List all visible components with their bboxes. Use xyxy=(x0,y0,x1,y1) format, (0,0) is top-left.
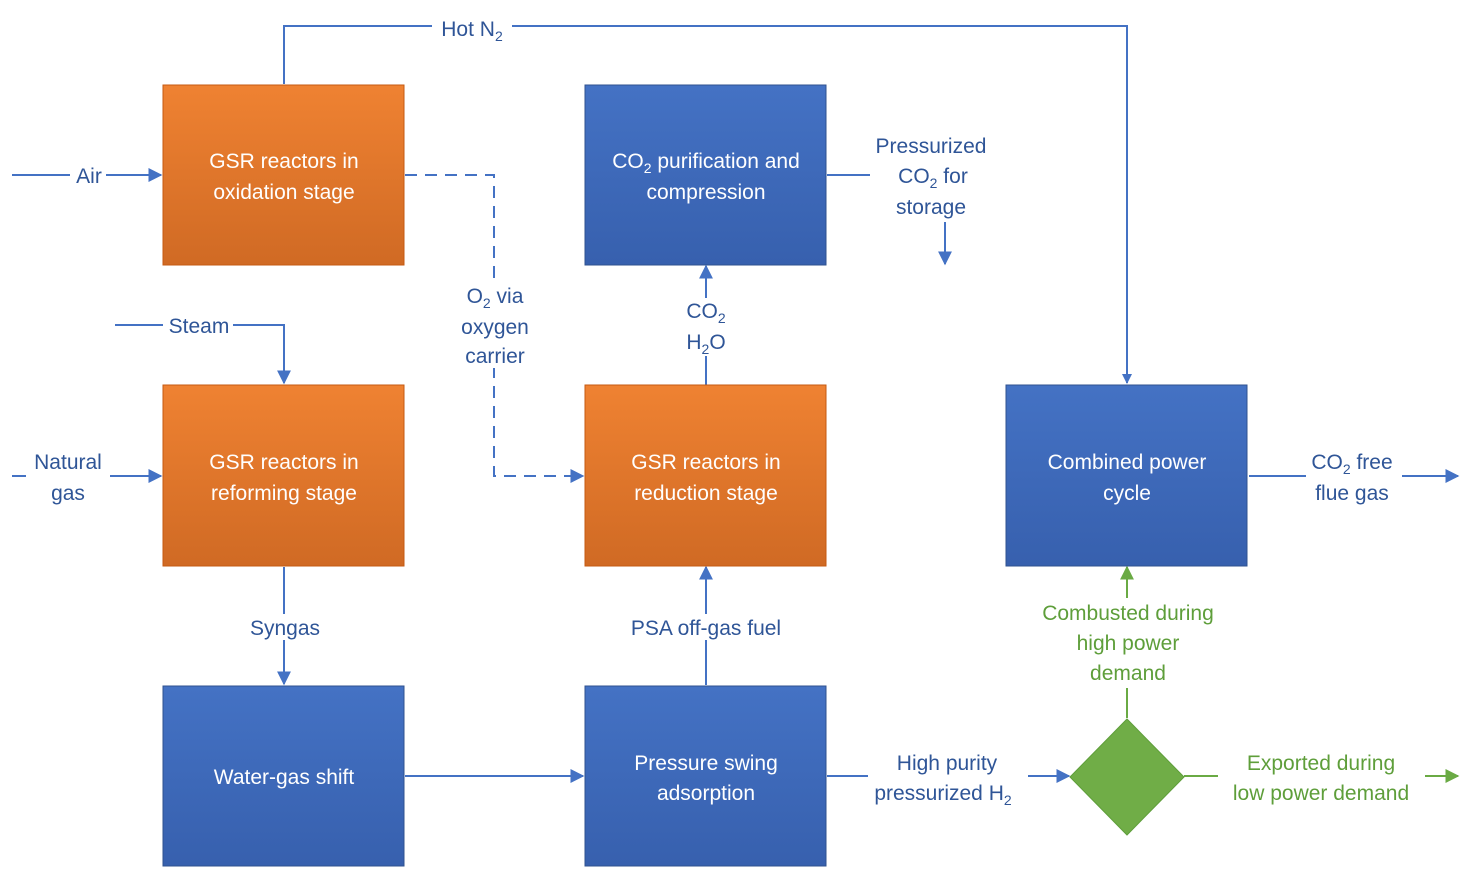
box-reforming-line1: GSR reactors in xyxy=(209,451,358,474)
box-oxidation: GSR reactors in oxidation stage xyxy=(162,84,405,266)
hot-n2-line xyxy=(283,25,1132,384)
box-psa-line2: adsorption xyxy=(657,782,755,805)
label-steam: Steam xyxy=(169,315,230,338)
label-o2-carrier-line1: O2 via xyxy=(467,285,524,311)
green-connectors xyxy=(1120,565,1460,783)
label-h2o: H2O xyxy=(686,331,725,357)
box-wgs-line1: Water-gas shift xyxy=(214,766,355,789)
label-co2-free-line2: flue gas xyxy=(1315,482,1389,505)
label-co2: CO2 xyxy=(686,300,726,326)
label-o2-carrier-line2: oxygen xyxy=(461,316,529,339)
label-psa-offgas: PSA off-gas fuel xyxy=(631,617,781,640)
o2-carrier-dashed-line xyxy=(405,174,585,483)
box-reforming-line2: reforming stage xyxy=(211,482,357,505)
label-exported-line2: low power demand xyxy=(1233,782,1409,805)
label-syngas: Syngas xyxy=(250,617,320,640)
label-natural-gas-line1: Natural xyxy=(34,451,102,474)
label-o2-carrier-line3: carrier xyxy=(465,345,525,368)
box-power-line1: Combined power xyxy=(1048,451,1207,474)
box-co2-line2: compression xyxy=(646,181,765,204)
label-hot-n2: Hot N2 xyxy=(441,18,503,44)
box-reduction: GSR reactors in reduction stage xyxy=(584,384,827,567)
box-psa-line1: Pressure swing xyxy=(634,752,778,775)
label-pressurized-co2-line3: storage xyxy=(896,196,966,219)
box-water-gas-shift: Water-gas shift xyxy=(162,685,405,867)
box-power-cycle: Combined power cycle xyxy=(1005,384,1248,567)
box-psa: Pressure swing adsorption xyxy=(584,685,827,867)
box-oxidation-line2: oxidation stage xyxy=(213,181,354,204)
label-combusted-line3: demand xyxy=(1090,662,1166,685)
label-high-purity-line1: High purity xyxy=(897,752,998,775)
box-power-line2: cycle xyxy=(1103,482,1151,505)
box-reduction-line2: reduction stage xyxy=(634,482,778,505)
label-combusted-line1: Combusted during xyxy=(1042,602,1214,625)
label-pressurized-co2-line1: Pressurized xyxy=(876,135,987,158)
label-high-purity-line2: pressurized H2 xyxy=(874,782,1012,808)
label-air: Air xyxy=(76,165,102,188)
splitter-diamond xyxy=(1069,718,1185,836)
box-oxidation-line1: GSR reactors in xyxy=(209,150,358,173)
label-co2-free-line1: CO2 free xyxy=(1311,451,1392,477)
label-natural-gas-line2: gas xyxy=(51,482,85,505)
box-reduction-line1: GSR reactors in xyxy=(631,451,780,474)
label-combusted-line2: high power xyxy=(1077,632,1180,655)
box-co2-line1: CO2 purification and xyxy=(612,150,800,176)
box-co2-purification: CO2 purification and compression xyxy=(584,84,827,266)
label-pressurized-co2-line2: CO2 for xyxy=(898,165,968,191)
box-reforming: GSR reactors in reforming stage xyxy=(162,384,405,567)
label-exported-line1: Exported during xyxy=(1247,752,1395,775)
